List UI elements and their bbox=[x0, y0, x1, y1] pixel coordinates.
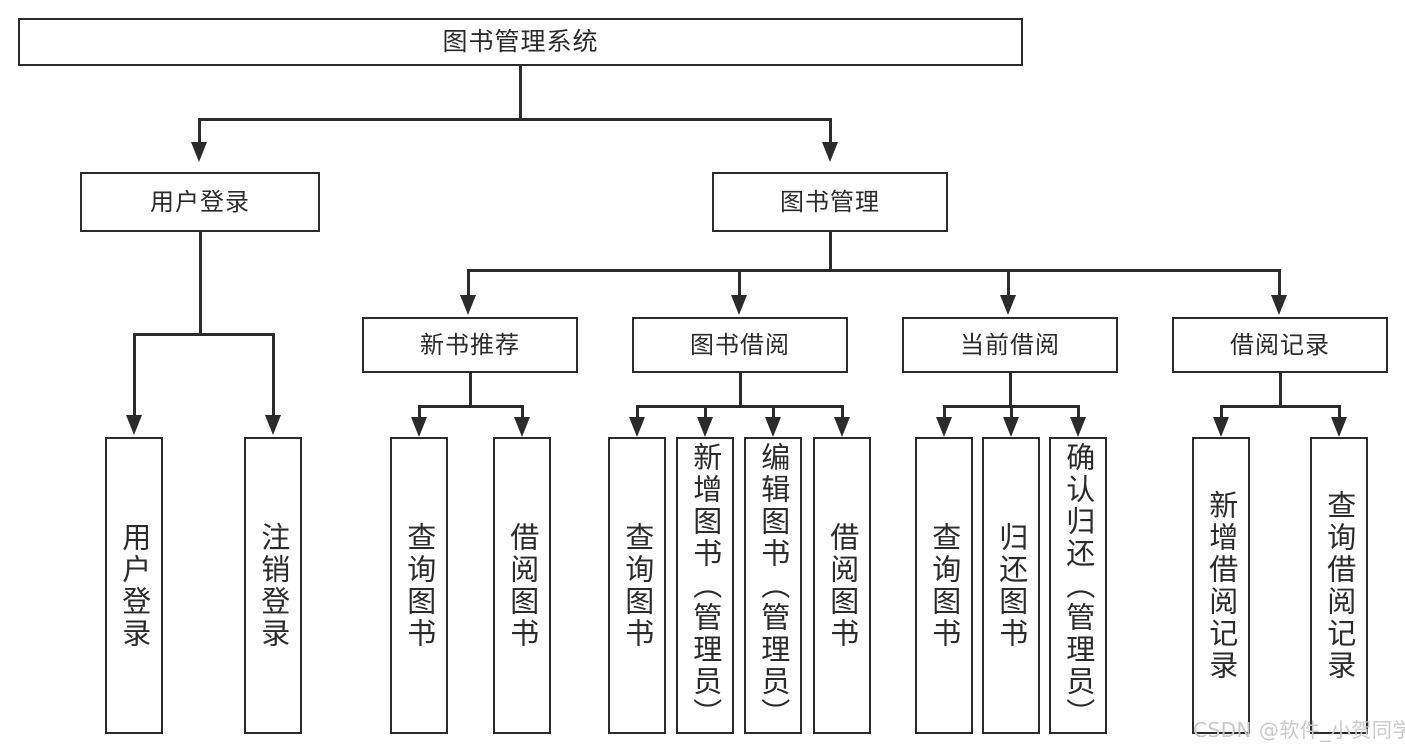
leaf-query-borrow-record[interactable]: 查询借阅记录 bbox=[1310, 437, 1368, 734]
leaf-label: 查询图书 bbox=[402, 521, 437, 650]
connector-bb-leaf-3 bbox=[772, 405, 775, 420]
leaf-label: 查询图书 bbox=[927, 521, 962, 650]
arrow-bm-to-current-borrow bbox=[1000, 295, 1016, 315]
node-label: 当前借阅 bbox=[960, 330, 1060, 359]
arrow-user-login-leaf-2 bbox=[265, 415, 281, 435]
arrow-root-to-book-management bbox=[822, 142, 838, 162]
connector-user-login-bar bbox=[133, 333, 272, 336]
leaf-edit-book-admin[interactable]: 编辑图书（管理员） bbox=[744, 437, 802, 734]
leaf-query-book-borrow[interactable]: 查询图书 bbox=[608, 437, 666, 734]
node-book-management[interactable]: 图书管理 bbox=[712, 172, 948, 232]
connector-root-bar bbox=[198, 118, 832, 121]
connector-nbr-bar bbox=[418, 405, 523, 408]
leaf-query-book-current[interactable]: 查询图书 bbox=[915, 437, 973, 734]
arrow-bm-to-new-book bbox=[460, 295, 476, 315]
arrow-cb-leaf-3 bbox=[1070, 417, 1086, 437]
node-user-login[interactable]: 用户登录 bbox=[80, 172, 320, 232]
node-label: 借阅记录 bbox=[1230, 330, 1330, 359]
connector-book-management-bar bbox=[467, 269, 1278, 272]
arrow-bb-leaf-4 bbox=[834, 417, 850, 437]
connector-nbr-leaf-1 bbox=[418, 405, 421, 420]
leaf-label: 用户登录 bbox=[117, 521, 152, 650]
leaf-borrow-book[interactable]: 借阅图书 bbox=[813, 437, 871, 734]
leaf-query-book-recommend[interactable]: 查询图书 bbox=[390, 437, 448, 734]
arrow-cb-leaf-2 bbox=[1003, 417, 1019, 437]
arrow-root-to-user-login bbox=[191, 142, 207, 162]
connector-cb-leaf-3 bbox=[1077, 405, 1080, 420]
connector-root-to-user-login bbox=[198, 118, 201, 144]
connector-bb-bar bbox=[636, 405, 843, 408]
leaf-label: 新增图书（管理员） bbox=[688, 441, 723, 730]
leaf-label: 归还图书 bbox=[994, 521, 1029, 650]
connector-bb-leaf-4 bbox=[841, 405, 844, 420]
leaf-confirm-return-admin[interactable]: 确认归还（管理员） bbox=[1049, 437, 1107, 734]
connector-cb-leaf-2 bbox=[1010, 405, 1013, 420]
connector-nbr-leaf-2 bbox=[521, 405, 524, 420]
node-new-book-recommend[interactable]: 新书推荐 bbox=[362, 317, 578, 373]
arrow-cb-leaf-1 bbox=[936, 417, 952, 437]
node-label: 图书管理 bbox=[780, 187, 880, 216]
connector-br-leaf-2 bbox=[1338, 405, 1341, 420]
connector-br-stem bbox=[1279, 373, 1282, 405]
connector-book-management-stem bbox=[829, 232, 832, 269]
node-book-borrow[interactable]: 图书借阅 bbox=[632, 317, 848, 373]
node-label: 图书管理系统 bbox=[442, 27, 599, 57]
leaf-add-book-admin[interactable]: 新增图书（管理员） bbox=[676, 437, 734, 734]
leaf-borrow-book-recommend[interactable]: 借阅图书 bbox=[493, 437, 551, 734]
arrow-bb-leaf-2 bbox=[697, 417, 713, 437]
leaf-user-login[interactable]: 用户登录 bbox=[105, 437, 163, 734]
connector-cb-leaf-1 bbox=[943, 405, 946, 420]
connector-bb-stem bbox=[739, 373, 742, 405]
arrow-bm-to-book-borrow bbox=[731, 295, 747, 315]
node-label: 新书推荐 bbox=[420, 330, 520, 359]
leaf-add-borrow-record[interactable]: 新增借阅记录 bbox=[1192, 437, 1250, 734]
node-borrow-record[interactable]: 借阅记录 bbox=[1172, 317, 1388, 373]
leaf-label: 注销登录 bbox=[256, 521, 291, 650]
leaf-label: 编辑图书（管理员） bbox=[756, 441, 791, 730]
leaf-label: 借阅图书 bbox=[505, 521, 540, 650]
connector-root-to-book-management bbox=[829, 118, 832, 144]
arrow-br-leaf-1 bbox=[1213, 417, 1229, 437]
node-label: 用户登录 bbox=[150, 187, 250, 216]
watermark-text: CSDN @软件_小贺同学 bbox=[1193, 718, 1405, 742]
connector-user-login-leaf-1 bbox=[133, 333, 136, 417]
leaf-return-book[interactable]: 归还图书 bbox=[982, 437, 1040, 734]
arrow-br-leaf-2 bbox=[1331, 417, 1347, 437]
arrow-user-login-leaf-1 bbox=[126, 415, 142, 435]
arrow-bb-leaf-1 bbox=[629, 417, 645, 437]
connector-root-stem bbox=[519, 66, 522, 118]
connector-br-leaf-1 bbox=[1220, 405, 1223, 420]
arrow-bb-leaf-3 bbox=[765, 417, 781, 437]
leaf-logout-login[interactable]: 注销登录 bbox=[244, 437, 302, 734]
connector-user-login-stem bbox=[199, 232, 202, 333]
connector-nbr-stem bbox=[469, 373, 472, 405]
leaf-label: 新增借阅记录 bbox=[1204, 489, 1239, 682]
node-current-borrow[interactable]: 当前借阅 bbox=[902, 317, 1118, 373]
leaf-label: 确认归还（管理员） bbox=[1061, 441, 1096, 730]
connector-bm-to-borrow-record bbox=[1278, 269, 1281, 297]
connector-bb-leaf-2 bbox=[704, 405, 707, 420]
leaf-label: 查询借阅记录 bbox=[1322, 489, 1357, 682]
connector-cb-stem bbox=[1009, 373, 1012, 405]
connector-bb-leaf-1 bbox=[636, 405, 639, 420]
connector-br-bar bbox=[1220, 405, 1340, 408]
leaf-label: 借阅图书 bbox=[825, 521, 860, 650]
connector-bm-to-new-book bbox=[467, 269, 470, 297]
connector-bm-to-current-borrow bbox=[1007, 269, 1010, 297]
arrow-nbr-leaf-2 bbox=[514, 417, 530, 437]
connector-bm-to-book-borrow bbox=[738, 269, 741, 297]
arrow-bm-to-borrow-record bbox=[1271, 295, 1287, 315]
arrow-nbr-leaf-1 bbox=[411, 417, 427, 437]
node-label: 图书借阅 bbox=[690, 330, 790, 359]
leaf-label: 查询图书 bbox=[620, 521, 655, 650]
node-root-book-management-system[interactable]: 图书管理系统 bbox=[18, 18, 1023, 66]
connector-user-login-leaf-2 bbox=[272, 333, 275, 417]
